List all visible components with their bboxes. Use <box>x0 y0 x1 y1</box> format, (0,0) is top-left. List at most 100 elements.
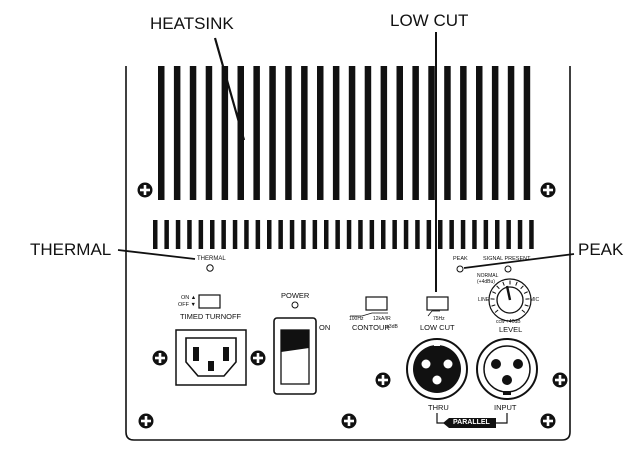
xlr-input-connector[interactable] <box>476 338 538 400</box>
heatsink-fin <box>483 220 489 249</box>
level-tick <box>502 281 505 286</box>
heatsink-fin <box>269 66 276 200</box>
heatsink-fin <box>335 220 340 249</box>
heatsink-fin <box>189 66 197 200</box>
heatsink-fin <box>460 220 466 249</box>
heatsink-fin <box>244 220 249 249</box>
timed-turnoff-switch[interactable] <box>198 294 221 309</box>
power-led <box>291 301 299 309</box>
heatsink-fin <box>380 66 388 200</box>
line-label: LINE <box>478 297 490 303</box>
ac-power-inlet[interactable] <box>175 329 247 386</box>
peak-leader-line <box>463 253 575 269</box>
contour-switch[interactable] <box>365 296 388 311</box>
heatsink-fin <box>267 220 272 249</box>
thermal-label: THERMAL <box>197 256 226 262</box>
heatsink-fin <box>255 220 261 249</box>
contour-db-label: +3dB <box>386 324 398 330</box>
thermal-callout: THERMAL <box>30 240 112 259</box>
signal-present-label: SIGNAL PRESENT <box>483 256 531 262</box>
level-ccw-label: ccw +40dB <box>496 319 521 325</box>
panel-outline <box>125 66 571 441</box>
heatsink-fin <box>517 220 523 249</box>
level-tick <box>491 304 496 307</box>
heatsink-fin <box>317 66 324 200</box>
heatsink-fin <box>426 220 432 249</box>
heatsink-fin <box>278 220 283 249</box>
power-switch[interactable] <box>273 317 317 395</box>
timed-off-label: OFF ▼ <box>178 302 196 308</box>
heatsink-fin <box>403 220 409 249</box>
heatsink-fin <box>392 220 397 249</box>
level-tick <box>515 281 518 286</box>
peak-led <box>456 265 464 273</box>
screw-icon <box>375 372 391 388</box>
timed-on-label: ON ▲ <box>181 295 197 301</box>
heatsink-fin <box>221 220 226 249</box>
contour-curve-icon <box>350 312 388 317</box>
thru-label: THRU <box>428 403 449 412</box>
heatsink-fin <box>412 66 419 200</box>
heatsink-fin <box>495 220 500 249</box>
thermal-led <box>206 264 214 272</box>
normal-db-label: (+4dBu) <box>477 279 495 285</box>
screw-icon <box>152 350 168 366</box>
screw-icon <box>250 350 266 366</box>
contour-label: CONTOUR <box>352 323 390 332</box>
heatsink-fin <box>415 220 420 249</box>
heatsink-fin <box>369 220 375 249</box>
heatsink-fins-upper <box>158 66 531 200</box>
heatsink-fin <box>428 66 435 200</box>
heatsink-fin <box>506 220 511 249</box>
heatsink-fin <box>285 66 292 200</box>
low-cut-curve-icon <box>427 310 440 317</box>
mic-label: MIC <box>530 297 540 303</box>
heatsink-fin <box>507 66 515 200</box>
contour-12k-label: 12kA/IR <box>373 316 391 322</box>
heatsink-fin <box>187 220 192 249</box>
low-cut-callout: LOW CUT <box>390 11 469 30</box>
heatsink-leader-line <box>213 37 246 141</box>
level-knob[interactable] <box>488 278 532 322</box>
heatsink-fin <box>444 66 451 200</box>
power-on-label: ON <box>319 323 331 332</box>
parallel-label: PARALLEL <box>453 419 490 426</box>
heatsink-fin <box>523 66 531 200</box>
heatsink-fin <box>175 220 181 249</box>
level-tick <box>520 285 524 290</box>
heatsink-fin <box>460 66 467 200</box>
heatsink-fin <box>153 220 158 249</box>
power-label: POWER <box>281 291 310 300</box>
heatsink-fin <box>198 220 204 249</box>
heatsink-fin <box>358 220 363 249</box>
level-tick <box>521 309 526 313</box>
heatsink-fin <box>324 220 329 249</box>
level-tick <box>492 291 497 294</box>
level-tick <box>494 309 499 313</box>
low-cut-switch[interactable] <box>426 296 449 311</box>
heatsink-fin <box>491 66 499 200</box>
screw-icon <box>341 413 357 429</box>
level-label: LEVEL <box>499 325 523 334</box>
parallel-indicator <box>436 413 508 428</box>
peak-callout: PEAK <box>578 240 624 259</box>
heatsink-fin <box>396 66 403 200</box>
heatsink-fin <box>289 220 295 249</box>
heatsink-fin <box>253 66 260 200</box>
heatsink-fin <box>332 66 340 200</box>
xlr-thru-connector[interactable] <box>406 338 468 400</box>
heatsink-fin <box>348 66 356 200</box>
screw-icon <box>540 413 556 429</box>
heatsink-fin <box>301 66 308 200</box>
heatsink-fin <box>164 220 169 249</box>
screw-icon <box>137 182 153 198</box>
panel-screws <box>137 182 568 429</box>
screw-icon <box>540 182 556 198</box>
heatsink-callout: HEATSINK <box>150 14 234 33</box>
heatsink-fin <box>173 66 181 200</box>
heatsink-fin <box>381 220 386 249</box>
heatsink-fin <box>210 220 215 249</box>
low-cut-label: LOW CUT <box>420 323 455 332</box>
heatsink-fin <box>529 220 534 249</box>
level-tick <box>496 285 500 290</box>
